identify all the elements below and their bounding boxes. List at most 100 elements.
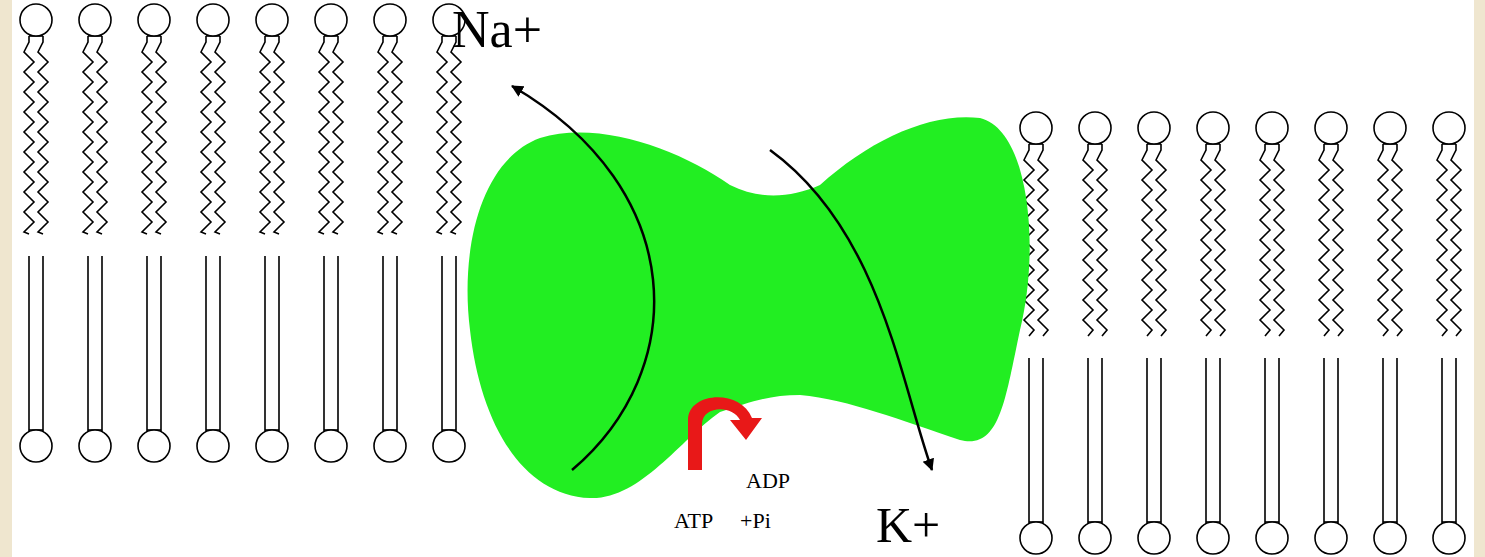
lipid-tail [205,256,207,436]
lipid-head [20,4,52,36]
lipid-tail [1087,358,1089,528]
lipid-tail [1215,144,1225,336]
lipid-head [1256,522,1288,554]
lipid-tail [382,256,384,436]
lipid-tail [1392,144,1402,336]
lipid-tail [24,36,34,234]
lipid-head [1197,112,1229,144]
lipid-tail [1083,144,1093,336]
lipid-tail [264,256,266,436]
lipid-tail [101,256,103,436]
lipid-head [1197,522,1229,554]
sodium-path-arrow [512,86,654,470]
lipid-head [1374,112,1406,144]
phosphate-label: +Pi [740,510,771,532]
lipid-tail [337,256,339,436]
lipid-tail [1323,358,1325,528]
lipid-head [433,430,465,462]
lipid-tail [1333,144,1343,336]
lipid-tail [1028,358,1030,528]
lipid-head [256,4,288,36]
lipid-head [1433,112,1465,144]
lipid-head [1433,522,1465,554]
lipid-head [1138,112,1170,144]
lipid-head [1138,522,1170,554]
lipid-tail [260,36,270,234]
potassium-path-arrow [770,150,932,470]
lipid-tail [437,36,447,234]
lipid-head [1079,522,1111,554]
lipid-tail [392,36,402,234]
atp-hydrolysis-arrow [688,397,762,470]
lipid-tail [1319,144,1329,336]
lipid-tail [1260,144,1270,336]
lipid-tail [441,256,443,436]
lipid-head [138,4,170,36]
lipid-tail [1264,358,1266,528]
lipid-tail [451,36,461,234]
lipid-head [1256,112,1288,144]
lipid-head [1020,522,1052,554]
lipid-tail [378,36,388,234]
lipid-tail [1337,358,1339,528]
lipid-head [197,4,229,36]
lipid-head [1315,522,1347,554]
lipid-tail [1382,358,1384,528]
lipid-tail [1437,144,1447,336]
lipid-tail [278,256,280,436]
white-ground [12,0,1474,557]
pump-protein [468,117,1030,498]
lipid-head [374,4,406,36]
lipid-head [1315,112,1347,144]
lipid-tail [1042,358,1044,528]
lipid-tail [1205,358,1207,528]
lipid-tail [274,36,284,234]
lipid-tail [97,36,107,234]
lipid-tail [396,256,398,436]
lipid-tail [28,256,30,436]
lipid-head [79,4,111,36]
lipid-tail [333,36,343,234]
lipid-tail [319,36,329,234]
lipid-head [138,430,170,462]
lipid-tail [87,256,89,436]
lipid-tail [1201,144,1211,336]
lipid-tail [201,36,211,234]
sodium-ion-label: Na+ [452,4,542,56]
lipid-tail [142,36,152,234]
lipid-tail [323,256,325,436]
lipid-head [315,4,347,36]
lipid-head [315,430,347,462]
lipid-tail [1038,144,1048,336]
adp-label: ADP [746,470,790,492]
lipid-tail [1441,358,1443,528]
lipid-tail [1219,358,1221,528]
lipid-tail [156,36,166,234]
lipid-tail [42,256,44,436]
atp-label: ATP [674,510,713,532]
lipid-tail [1378,144,1388,336]
lipid-tail [1274,144,1284,336]
lipid-head [197,430,229,462]
lipid-tail [38,36,48,234]
lipid-tail [1097,144,1107,336]
lipid-tail [1156,144,1166,336]
lipid-tail [160,256,162,436]
lipid-tail [146,256,148,436]
lipid-tail [1455,358,1457,528]
phospholipid-bilayer [20,4,1465,554]
lipid-tail [1146,358,1148,528]
lipid-head [1020,112,1052,144]
lipid-head [1374,522,1406,554]
lipid-tail [1142,144,1152,336]
lipid-tail [83,36,93,234]
lipid-tail [1451,144,1461,336]
lipid-head [20,430,52,462]
lipid-tail [1160,358,1162,528]
lipid-head [79,430,111,462]
lipid-tail [219,256,221,436]
lipid-tail [1101,358,1103,528]
lipid-tail [455,256,457,436]
potassium-ion-label: K+ [876,500,940,550]
